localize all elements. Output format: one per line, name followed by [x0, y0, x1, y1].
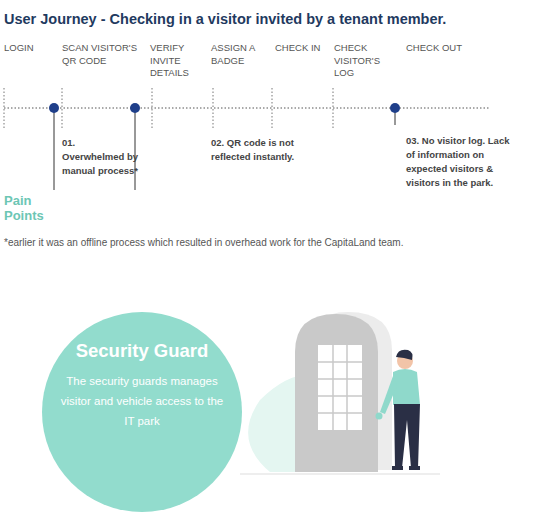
window-grid [318, 345, 362, 430]
door-arch [295, 314, 378, 472]
node-body: The security guards manages visitor and … [57, 371, 227, 431]
pain-point: 03. No visitor log. Lack of information … [406, 134, 514, 190]
stage-tick [272, 88, 273, 128]
stage-label: SCAN VISITOR'S QR CODE [62, 42, 148, 67]
stage-label: CHECK IN [275, 42, 331, 55]
diagram-title: User Journey - Checking in a visitor inv… [4, 11, 446, 27]
timeline-line [4, 108, 490, 109]
pain-leader [54, 108, 55, 190]
person-figure [376, 350, 421, 470]
ground-line [240, 474, 440, 475]
role-circle: Security GuardThe security guards manage… [42, 312, 242, 512]
pain-dot [390, 103, 400, 113]
pain-dot [130, 103, 140, 113]
door-window [318, 345, 362, 430]
footnote: *earlier it was an offline process which… [4, 237, 544, 248]
stage-label: LOGIN [4, 42, 54, 55]
pain-point: 01. Overwhelmed by manual process* [62, 136, 140, 178]
pain-leader [135, 108, 136, 190]
stage-label: CHECK OUT [406, 42, 486, 55]
stage-label: ASSIGN A BADGE [211, 42, 267, 67]
section-label: Pain Points [4, 193, 56, 223]
pain-dot [49, 103, 59, 113]
stage-tick [152, 88, 153, 128]
stage-label: CHECK VISITOR'S LOG [334, 42, 388, 80]
stage-tick [4, 88, 5, 128]
pain-point: 02. QR code is not reflected instantly. [211, 136, 297, 164]
node-heading: Security Guard [42, 340, 242, 362]
stage-tick [62, 88, 63, 128]
stage-label: VERIFY INVITE DETAILS [150, 42, 204, 80]
stage-tick [333, 88, 334, 128]
stage-tick [213, 88, 214, 128]
